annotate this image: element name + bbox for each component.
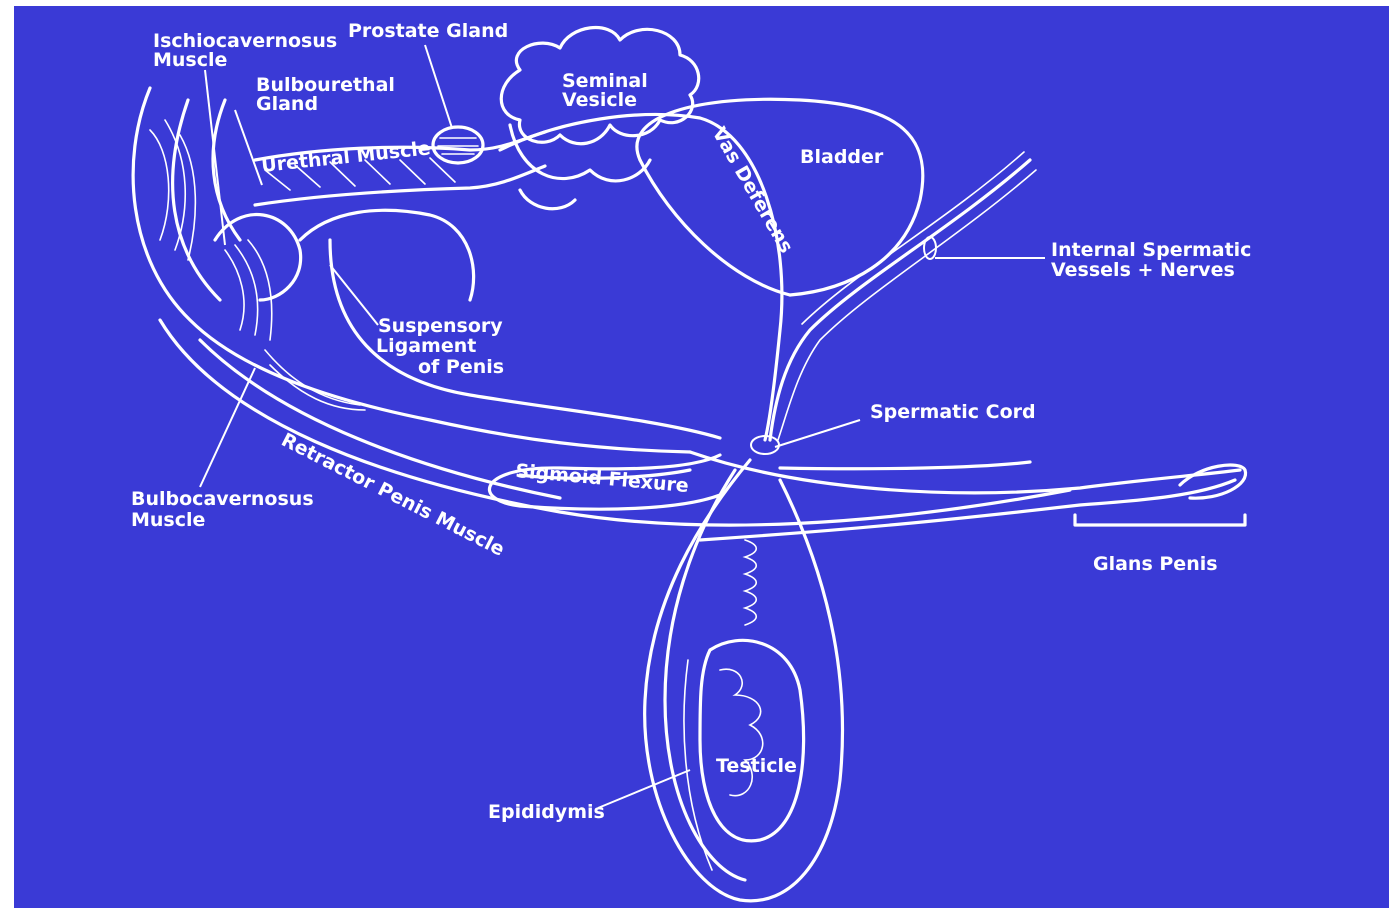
label-glans-penis: Glans Penis bbox=[1093, 553, 1218, 575]
label-spermatic-cord: Spermatic Cord bbox=[870, 401, 1036, 423]
label-prostate-gland: Prostate Gland bbox=[348, 20, 508, 42]
label-epididymis: Epididymis bbox=[488, 801, 605, 823]
label-testicle: Testicle bbox=[716, 755, 797, 777]
label-bladder: Bladder bbox=[800, 146, 884, 168]
label-internal-spermatic: Internal Spermatic Vessels + Nerves bbox=[1051, 239, 1258, 281]
